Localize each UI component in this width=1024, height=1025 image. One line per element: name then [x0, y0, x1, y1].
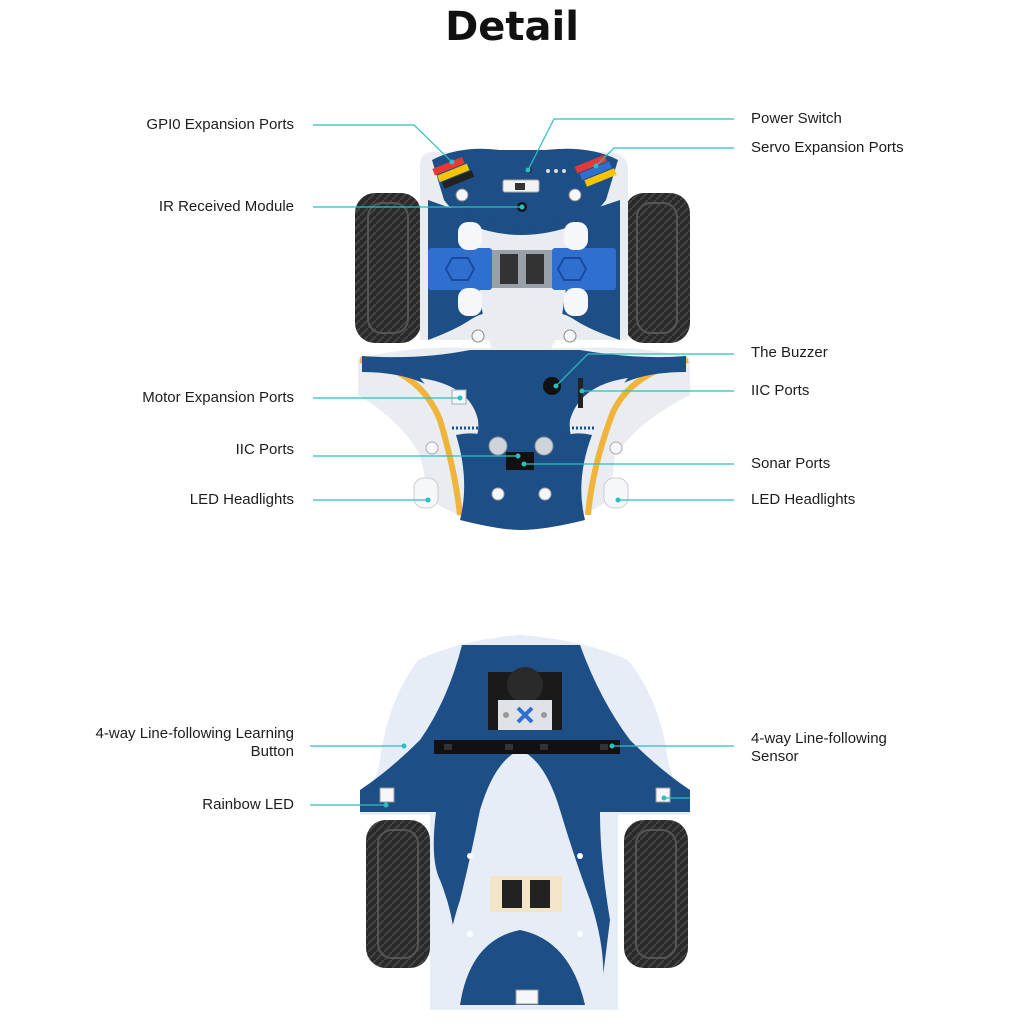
caster-wheel — [488, 667, 562, 730]
label-line-following-learning-button: 4-way Line-following Learning Button — [95, 725, 294, 760]
bottom-leader-dots — [383, 743, 667, 808]
label-the-buzzer: The Buzzer — [751, 344, 828, 361]
right-motor — [552, 222, 616, 316]
line-sensor-bar — [434, 740, 620, 754]
bottom-view-robot — [360, 635, 690, 1010]
label-led-headlights-right: LED Headlights — [751, 491, 856, 508]
left-wheel — [355, 193, 421, 343]
label-ir-received-module: IR Received Module — [158, 198, 294, 215]
left-motor — [428, 222, 492, 316]
label-servo-expansion-ports: Servo Expansion Ports — [751, 139, 904, 156]
bottom-left-wheel — [366, 820, 430, 968]
right-wheel — [624, 193, 690, 343]
label-power-switch: Power Switch — [751, 110, 842, 127]
label-motor-expansion-ports: Motor Expansion Ports — [142, 389, 294, 406]
top-leader-dots — [425, 159, 621, 503]
page-title: Detail — [445, 4, 579, 50]
top-view-robot — [355, 148, 690, 530]
label-line-following-sensor: 4-way Line-following Sensor — [751, 730, 887, 765]
bottom-leader-lines — [310, 745, 734, 806]
servo-ports — [574, 154, 617, 187]
label-gpio-expansion-ports: GPI0 Expansion Ports — [146, 116, 294, 133]
label-iic-ports-left: IIC Ports — [235, 441, 294, 458]
label-rainbow-led: Rainbow LED — [202, 796, 294, 813]
label-led-headlights-left: LED Headlights — [189, 491, 294, 508]
bottom-right-wheel — [624, 820, 688, 968]
label-iic-ports-right: IIC Ports — [751, 382, 810, 399]
top-leader-lines — [313, 118, 734, 501]
label-sonar-ports: Sonar Ports — [751, 455, 831, 472]
gpio-ports — [432, 156, 475, 189]
